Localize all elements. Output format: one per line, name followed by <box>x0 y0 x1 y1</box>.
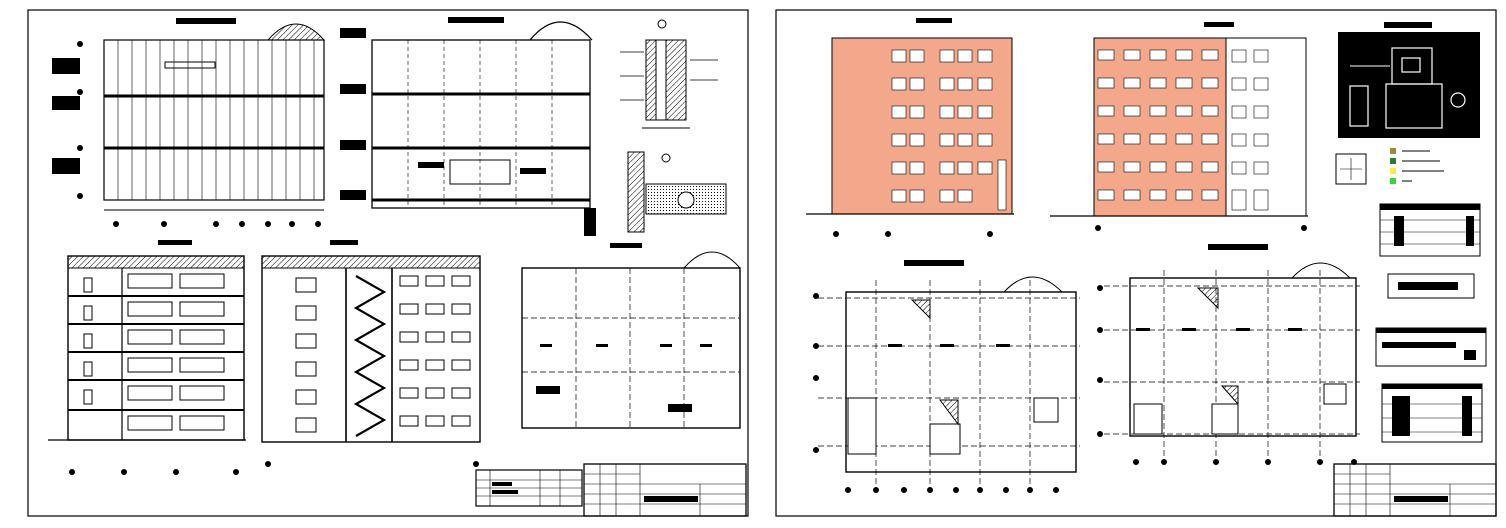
side-facade-colored <box>1050 22 1308 231</box>
room-schedule-tables <box>1375 203 1487 443</box>
longitudinal-section-top-middle <box>340 17 593 209</box>
stair-section-bottom-middle <box>261 240 481 467</box>
first-floor-plan <box>813 260 1080 493</box>
roof-plan-bottom-right <box>521 243 741 429</box>
site-plan <box>1338 22 1480 138</box>
cross-section-bottom-left <box>48 240 246 475</box>
facade-section-top-left <box>52 18 326 227</box>
node-details-top-right <box>584 19 727 236</box>
legend <box>1335 148 1444 185</box>
title-block <box>583 463 747 517</box>
specification-table <box>475 469 583 507</box>
title-block <box>1333 463 1497 517</box>
sheet-1 <box>27 9 749 517</box>
typical-floor-plan <box>1097 244 1360 465</box>
main-facade-colored <box>806 18 1014 237</box>
sheet-2 <box>775 9 1497 517</box>
